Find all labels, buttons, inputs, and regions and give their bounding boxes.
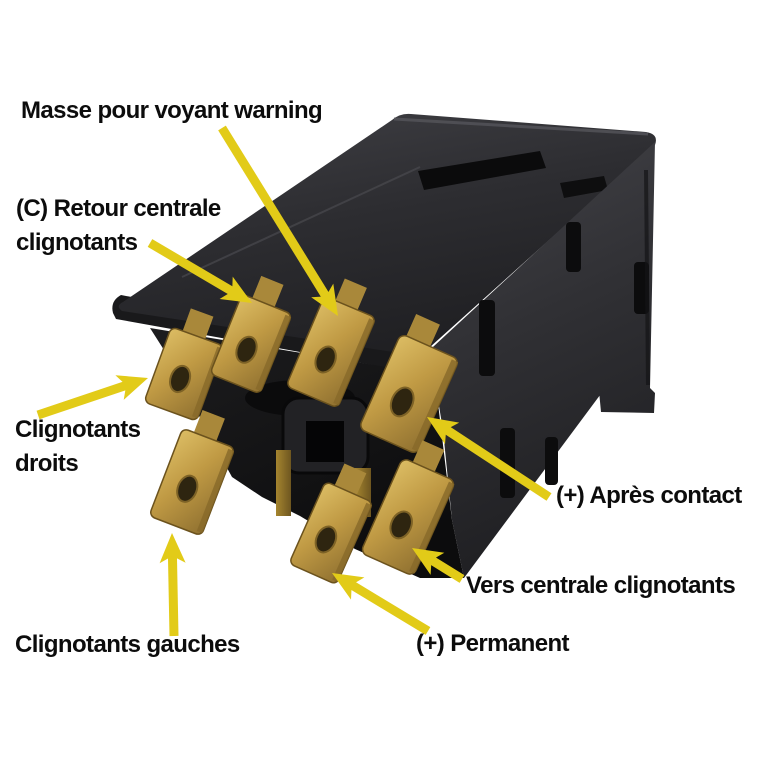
arrows-layer (36, 125, 552, 637)
faceplate-groove (181, 166, 421, 278)
arrow-head-retour (219, 276, 252, 303)
arrow-shaft-vers (428, 555, 465, 583)
label-vers-centrale-clignotants: Vers centrale clignotants (466, 572, 736, 599)
arrow-head-droits (115, 375, 148, 400)
arrow-shaft-apres (442, 425, 552, 501)
arrow-shaft-droits (36, 380, 129, 420)
arrow-shaft-retour (147, 239, 236, 296)
label-masse-voyant-warning: Masse pour voyant warning (21, 97, 323, 124)
arrow-head-vers (412, 548, 445, 575)
faceplate-slot (418, 151, 546, 190)
label-clignotants-droits: Clignotants droits (15, 416, 141, 478)
terminal-retour-centrale-clignotants (210, 275, 292, 393)
faceplate (118, 113, 656, 356)
label-retour-centrale-clignotants: (C) Retour centrale clignotants (16, 195, 221, 257)
arrow-head-apres (427, 417, 460, 445)
label-plus-permanent: (+) Permanent (416, 630, 570, 657)
arrow-shaft-gauches (167, 554, 179, 637)
faceplate-slot-small (560, 176, 608, 198)
terminal-plus-permanent (290, 463, 372, 584)
center-strip-left (276, 450, 291, 516)
arrow-head-permanent (332, 573, 365, 600)
terminal-plus-apres-contact (360, 313, 459, 454)
arrow-shaft-permanent (348, 580, 431, 635)
side-wall (421, 142, 655, 578)
arrow-shaft-masse (218, 125, 331, 300)
terminal-masse-voyant-warning (287, 278, 375, 407)
terminal-clignotants-gauches (150, 409, 234, 535)
label-clignotants-gauches: Clignotants gauches (15, 631, 240, 658)
label-plus-apres-contact: (+) Après contact (556, 482, 742, 509)
side-wall-step (644, 169, 650, 386)
arrow-head-gauches (159, 533, 186, 564)
center-boss-hole (306, 421, 344, 462)
terminal-clignotants-droits (144, 308, 224, 421)
side-wall-slots (479, 222, 649, 498)
arrow-head-masse (311, 283, 338, 316)
faceplate-top-highlight (393, 117, 649, 136)
terminals (144, 275, 459, 584)
